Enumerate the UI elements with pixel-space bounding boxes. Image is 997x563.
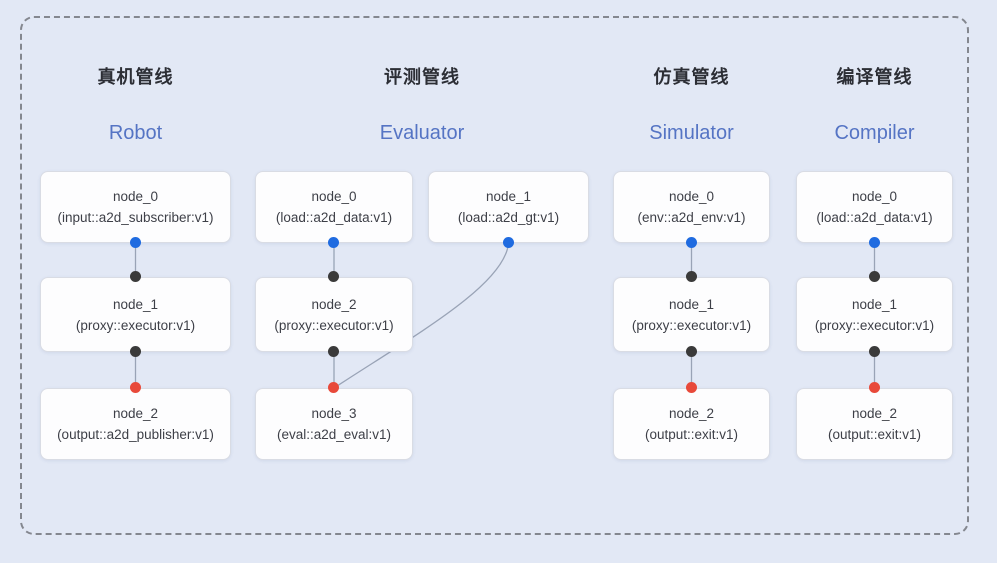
edge-eval-node1-node3-curve (333, 242, 510, 389)
input-port-dot-black (328, 271, 339, 282)
pipeline-title-zh-compiler: 编译管线 (836, 67, 913, 87)
node-box-compiler-node2: node_2 (output::exit:v1) (796, 388, 953, 460)
input-port-dot-red (328, 382, 339, 393)
input-port-dot-red (130, 382, 141, 393)
node-type: (proxy::executor:v1) (75, 317, 196, 333)
node-name: node_0 (668, 189, 715, 204)
node-box-robot-node2: node_2 (output::a2d_publisher:v1) (40, 388, 231, 460)
output-port-dot-blue (869, 237, 880, 248)
node-name: node_1 (668, 296, 715, 312)
dashed-frame (20, 16, 969, 535)
output-port-dot-blue (686, 237, 697, 248)
node-name: node_3 (311, 406, 357, 421)
node-box-evaluator-node3: node_3 (eval::a2d_eval:v1) (255, 388, 413, 460)
pipeline-title-zh-robot: 真机管线 (97, 67, 174, 87)
node-type: (proxy::executor:v1) (631, 317, 752, 333)
output-port-dot-blue (328, 237, 339, 248)
node-type: (load::a2d_data:v1) (816, 210, 933, 225)
output-port-dot-blue (130, 237, 141, 248)
node-name: node_2 (311, 296, 357, 312)
node-box-evaluator-node0: node_0 (load::a2d_data:v1) (255, 171, 413, 243)
node-type: (load::a2d_gt:v1) (457, 210, 560, 225)
node-box-evaluator-node2: node_2 (proxy::executor:v1) (255, 277, 413, 352)
node-box-evaluator-node1: node_1 (load::a2d_gt:v1) (428, 171, 589, 243)
node-name: node_1 (851, 296, 898, 312)
node-name: node_1 (112, 296, 159, 312)
node-box-compiler-node1: node_1 (proxy::executor:v1) (796, 277, 953, 352)
node-type: (input::a2d_subscriber:v1) (57, 210, 214, 225)
node-type: (output::exit:v1) (644, 427, 739, 442)
input-port-dot-red (869, 382, 880, 393)
input-port-dot-black (686, 271, 697, 282)
node-name: node_1 (485, 189, 532, 204)
node-box-simulator-node2: node_2 (output::exit:v1) (613, 388, 770, 460)
node-name: node_2 (668, 406, 715, 421)
output-port-dot-black (328, 346, 339, 357)
pipeline-title-en-compiler: Compiler (834, 122, 915, 144)
node-box-compiler-node0: node_0 (load::a2d_data:v1) (796, 171, 953, 243)
node-type: (load::a2d_data:v1) (275, 210, 393, 225)
node-type: (env::a2d_env:v1) (637, 210, 746, 225)
input-port-dot-black (130, 271, 141, 282)
input-port-dot-black (869, 271, 880, 282)
node-box-simulator-node1: node_1 (proxy::executor:v1) (613, 277, 770, 352)
pipeline-title-en-evaluator: Evaluator (379, 122, 465, 144)
node-name: node_0 (112, 189, 159, 204)
output-port-dot-black (686, 346, 697, 357)
node-box-robot-node1: node_1 (proxy::executor:v1) (40, 277, 231, 352)
node-name: node_0 (311, 189, 357, 204)
node-type: (proxy::executor:v1) (814, 317, 935, 333)
output-port-dot-black (130, 346, 141, 357)
node-box-robot-node0: node_0 (input::a2d_subscriber:v1) (40, 171, 231, 243)
node-type: (output::exit:v1) (827, 427, 922, 442)
node-type: (output::a2d_publisher:v1) (57, 427, 214, 442)
pipeline-title-zh-evaluator: 评测管线 (384, 67, 460, 87)
input-port-dot-red (686, 382, 697, 393)
pipeline-title-en-robot: Robot (108, 122, 163, 144)
node-box-simulator-node0: node_0 (env::a2d_env:v1) (613, 171, 770, 243)
node-type: (proxy::executor:v1) (274, 317, 394, 333)
node-name: node_2 (112, 406, 159, 421)
pipeline-title-en-simulator: Simulator (649, 122, 734, 144)
node-name: node_0 (851, 189, 898, 204)
pipeline-title-zh-simulator: 仿真管线 (653, 67, 730, 87)
output-port-dot-blue (503, 237, 514, 248)
output-port-dot-black (869, 346, 880, 357)
node-type: (eval::a2d_eval:v1) (276, 427, 392, 442)
node-name: node_2 (851, 406, 898, 421)
